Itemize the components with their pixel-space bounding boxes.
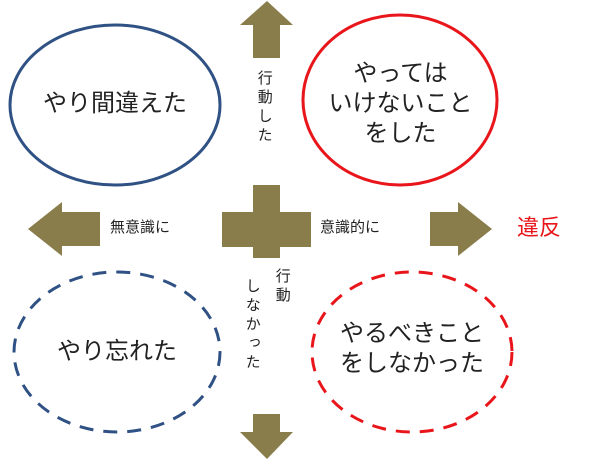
violation-label: 違反 bbox=[517, 216, 562, 241]
left-arrow bbox=[28, 202, 100, 256]
top-left-ellipse bbox=[8, 23, 222, 187]
top-right-line-2: いけないこと bbox=[328, 89, 473, 117]
top-right-ellipse bbox=[301, 13, 499, 187]
bottom-right-label: やるべきこと をしなかった bbox=[312, 318, 512, 378]
top-right-line-1: やっては bbox=[353, 59, 448, 87]
bottom-right-line-2: をしなかった bbox=[340, 349, 484, 377]
axis-down-label-2: しなかった bbox=[243, 278, 262, 373]
center-cross bbox=[222, 185, 311, 258]
bottom-right-ellipse bbox=[310, 270, 514, 434]
axis-up-label: 行動した bbox=[255, 70, 274, 146]
right-arrow bbox=[430, 202, 492, 256]
axis-left-label: 無意識に bbox=[110, 218, 171, 236]
bottom-left-ellipse bbox=[12, 270, 222, 434]
down-arrow bbox=[240, 414, 293, 459]
top-left-label: やり間違えた bbox=[43, 89, 187, 117]
axis-right-label: 意識的に bbox=[320, 218, 381, 236]
up-arrow bbox=[240, 1, 293, 58]
top-right-line-3: をした bbox=[364, 119, 437, 147]
top-right-label: やっては いけないこと をした bbox=[303, 58, 498, 148]
bottom-right-line-1: やるべきこと bbox=[340, 319, 484, 347]
bottom-left-label: やり忘れた bbox=[57, 337, 177, 365]
axis-down-label-1: 行動 bbox=[273, 268, 292, 306]
